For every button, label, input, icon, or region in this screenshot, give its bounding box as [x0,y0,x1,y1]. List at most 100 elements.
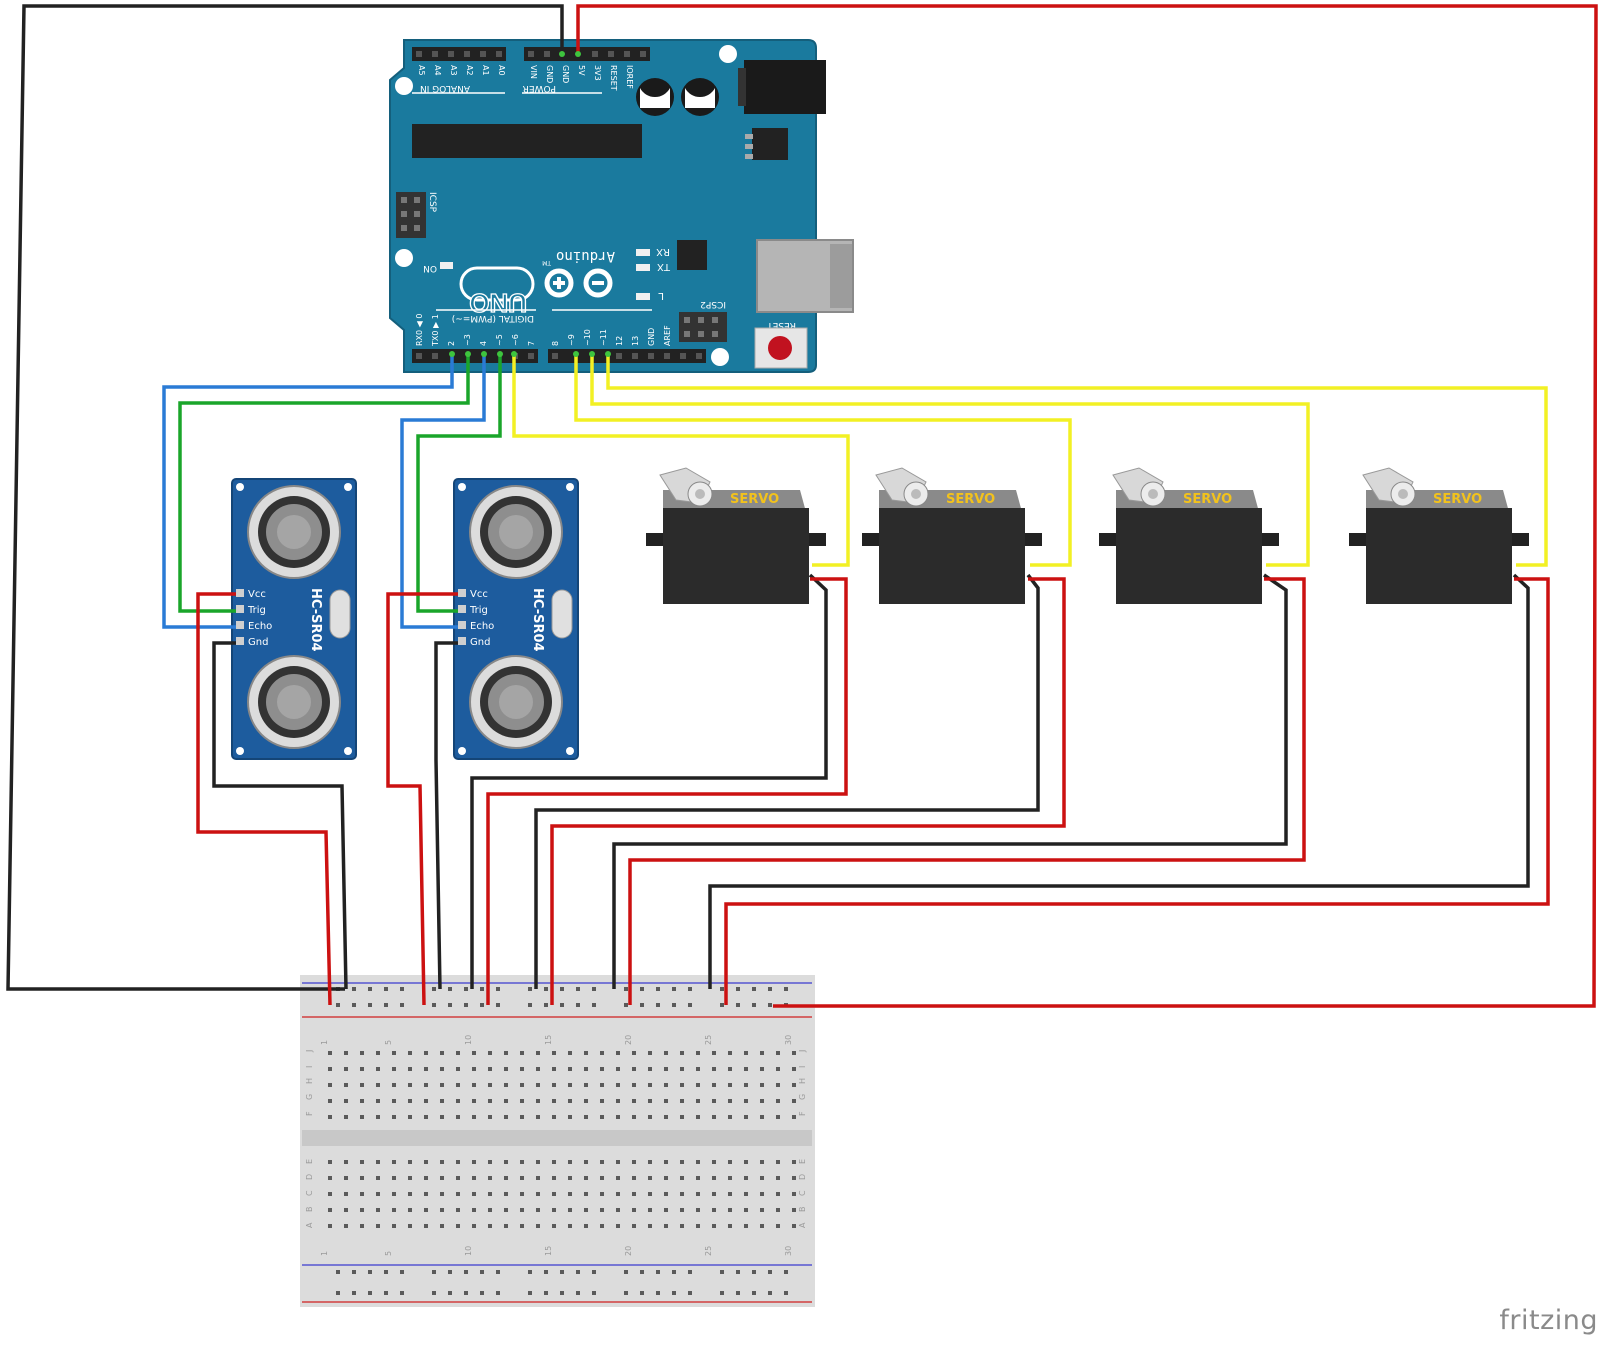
breadboard-hole[interactable] [528,1291,532,1295]
breadboard-hole[interactable] [464,1270,468,1274]
breadboard-hole[interactable] [728,1224,732,1228]
breadboard-hole[interactable] [560,1270,564,1274]
breadboard-hole[interactable] [480,1003,484,1007]
breadboard-hole[interactable] [520,1160,524,1164]
breadboard-hole[interactable] [376,1115,380,1119]
breadboard-hole[interactable] [680,1067,684,1071]
breadboard-hole[interactable] [496,1003,500,1007]
breadboard-hole[interactable] [568,1115,572,1119]
breadboard-hole[interactable] [552,1067,556,1071]
breadboard-hole[interactable] [568,1208,572,1212]
breadboard-hole[interactable] [456,1192,460,1196]
breadboard-hole[interactable] [376,1208,380,1212]
breadboard-hole[interactable] [424,1083,428,1087]
breadboard-hole[interactable] [568,1083,572,1087]
breadboard-hole[interactable] [344,1160,348,1164]
breadboard-hole[interactable] [456,1083,460,1087]
breadboard-hole[interactable] [488,1208,492,1212]
breadboard-hole[interactable] [360,1083,364,1087]
breadboard-hole[interactable] [392,1051,396,1055]
breadboard-hole[interactable] [488,1224,492,1228]
breadboard-hole[interactable] [536,1208,540,1212]
breadboard-hole[interactable] [488,1099,492,1103]
breadboard-hole[interactable] [368,1291,372,1295]
breadboard-hole[interactable] [568,1051,572,1055]
breadboard-hole[interactable] [432,1270,436,1274]
breadboard-hole[interactable] [696,1115,700,1119]
breadboard-hole[interactable] [352,1291,356,1295]
breadboard-hole[interactable] [664,1192,668,1196]
breadboard-hole[interactable] [592,1291,596,1295]
breadboard-hole[interactable] [408,1208,412,1212]
breadboard-hole[interactable] [616,1176,620,1180]
breadboard-hole[interactable] [328,1051,332,1055]
breadboard-hole[interactable] [712,1160,716,1164]
breadboard-hole[interactable] [760,1115,764,1119]
breadboard-hole[interactable] [360,1160,364,1164]
breadboard-hole[interactable] [576,1270,580,1274]
breadboard-hole[interactable] [528,1270,532,1274]
breadboard-hole[interactable] [488,1067,492,1071]
breadboard-hole[interactable] [360,1208,364,1212]
breadboard-hole[interactable] [792,1160,796,1164]
breadboard-hole[interactable] [776,1208,780,1212]
breadboard-hole[interactable] [728,1115,732,1119]
breadboard-hole[interactable] [584,1115,588,1119]
breadboard-hole[interactable] [440,1099,444,1103]
breadboard-hole[interactable] [456,1099,460,1103]
breadboard-hole[interactable] [480,1270,484,1274]
breadboard-hole[interactable] [432,1003,436,1007]
breadboard-hole[interactable] [488,1115,492,1119]
breadboard-hole[interactable] [656,1270,660,1274]
breadboard-hole[interactable] [520,1208,524,1212]
breadboard-hole[interactable] [384,987,388,991]
breadboard-hole[interactable] [760,1051,764,1055]
breadboard-hole[interactable] [648,1160,652,1164]
breadboard-hole[interactable] [392,1160,396,1164]
breadboard-hole[interactable] [616,1160,620,1164]
breadboard-hole[interactable] [472,1192,476,1196]
breadboard-hole[interactable] [440,1192,444,1196]
breadboard-hole[interactable] [584,1160,588,1164]
breadboard-hole[interactable] [648,1099,652,1103]
breadboard-hole[interactable] [760,1176,764,1180]
breadboard-hole[interactable] [328,1067,332,1071]
breadboard-hole[interactable] [744,1224,748,1228]
breadboard-hole[interactable] [440,1051,444,1055]
breadboard-hole[interactable] [728,1176,732,1180]
breadboard-hole[interactable] [584,1099,588,1103]
breadboard-hole[interactable] [536,1115,540,1119]
breadboard-hole[interactable] [384,1003,388,1007]
breadboard-hole[interactable] [648,1083,652,1087]
breadboard-hole[interactable] [440,1160,444,1164]
breadboard-hole[interactable] [696,1224,700,1228]
breadboard-hole[interactable] [656,1291,660,1295]
breadboard-hole[interactable] [440,1176,444,1180]
breadboard-hole[interactable] [464,1003,468,1007]
breadboard-hole[interactable] [528,987,532,991]
breadboard-hole[interactable] [472,1115,476,1119]
breadboard-hole[interactable] [328,1083,332,1087]
breadboard-hole[interactable] [560,1291,564,1295]
breadboard-hole[interactable] [656,1003,660,1007]
breadboard-hole[interactable] [784,1291,788,1295]
breadboard-hole[interactable] [680,1192,684,1196]
breadboard-hole[interactable] [568,1067,572,1071]
breadboard-hole[interactable] [672,1003,676,1007]
breadboard-hole[interactable] [792,1067,796,1071]
breadboard-hole[interactable] [712,1067,716,1071]
breadboard-hole[interactable] [424,1176,428,1180]
breadboard-hole[interactable] [776,1224,780,1228]
breadboard-hole[interactable] [536,1160,540,1164]
breadboard-hole[interactable] [736,987,740,991]
breadboard-hole[interactable] [456,1224,460,1228]
breadboard-hole[interactable] [616,1067,620,1071]
breadboard-hole[interactable] [712,1115,716,1119]
breadboard-hole[interactable] [664,1083,668,1087]
breadboard-hole[interactable] [456,1115,460,1119]
breadboard-hole[interactable] [616,1208,620,1212]
breadboard-hole[interactable] [400,1003,404,1007]
breadboard-hole[interactable] [584,1224,588,1228]
breadboard-hole[interactable] [328,1099,332,1103]
breadboard-hole[interactable] [632,1160,636,1164]
